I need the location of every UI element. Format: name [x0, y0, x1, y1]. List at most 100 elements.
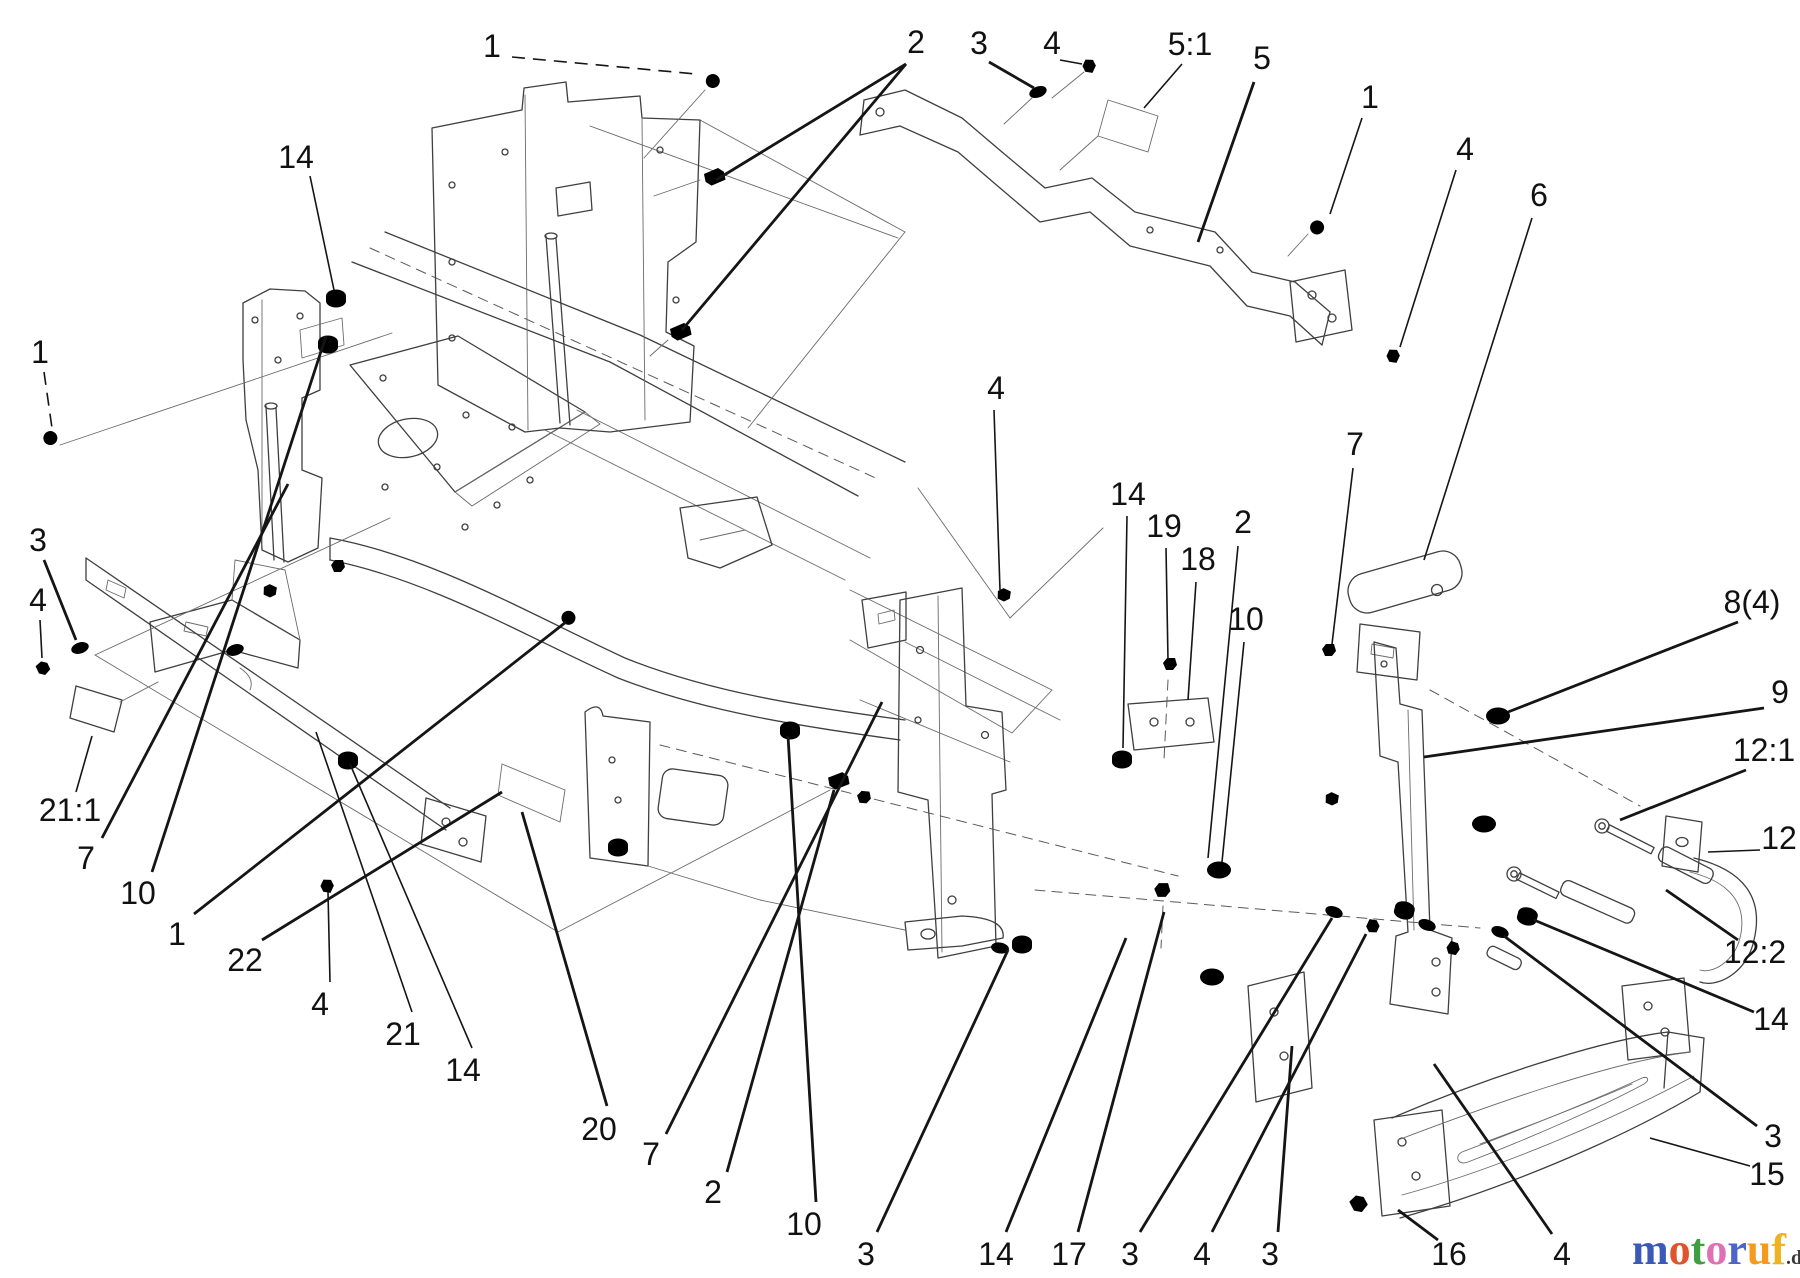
left-frame-tower	[242, 288, 345, 563]
watermark-letter: u	[1746, 1225, 1772, 1274]
callout-7: 7	[77, 840, 95, 876]
callout-3: 3	[1764, 1118, 1782, 1154]
callout-21: 21	[385, 1016, 421, 1052]
callout-5:1: 5:1	[1168, 26, 1212, 62]
callout-14: 14	[1110, 476, 1146, 512]
callout-4: 4	[1456, 131, 1474, 167]
leader-line-3	[1503, 934, 1758, 1128]
callout-1: 1	[483, 28, 501, 64]
reference-lines	[59, 71, 1641, 933]
eye-bolt	[703, 61, 739, 91]
flange-bolt	[854, 790, 872, 823]
leader-line-17	[1076, 911, 1166, 1233]
leader-line-3	[1276, 1045, 1294, 1233]
callout-21:1: 21:1	[39, 792, 101, 828]
bumper-arm-plate	[1247, 971, 1313, 1103]
leader-line-10	[1221, 641, 1245, 863]
hex-bolt	[34, 651, 69, 678]
draft-rod-12	[1506, 815, 1758, 984]
callout-2: 2	[704, 1174, 722, 1210]
flange-nut	[608, 838, 628, 857]
watermark-letter: m	[1632, 1225, 1669, 1274]
leader-line-10	[150, 335, 328, 873]
grommet	[1472, 815, 1496, 833]
hex-bolt	[1364, 917, 1399, 944]
grommet	[1207, 861, 1231, 879]
callout-1: 1	[1361, 79, 1379, 115]
center-support-bracket	[897, 587, 1007, 959]
callout-14: 14	[978, 1236, 1014, 1272]
leader-line-3	[42, 559, 78, 641]
leader-line-1	[1329, 117, 1363, 215]
callout-3: 3	[1261, 1236, 1279, 1272]
callout-17: 17	[1051, 1236, 1087, 1272]
callout-1: 1	[168, 916, 186, 952]
hex-bolt	[301, 868, 336, 895]
callout-19: 19	[1146, 508, 1182, 544]
springs-12-2	[1486, 846, 1714, 971]
callout-7: 7	[1346, 426, 1364, 462]
callout-12: 12	[1761, 820, 1797, 856]
callout-15: 15	[1749, 1156, 1785, 1192]
lag-bolt	[1348, 1181, 1391, 1216]
callout-2: 2	[907, 24, 925, 60]
callout-12:1: 12:1	[1733, 732, 1795, 768]
washer	[1323, 903, 1345, 921]
hex-bolt	[252, 582, 279, 617]
callout-18: 18	[1180, 541, 1216, 577]
leader-line-16	[1397, 1208, 1439, 1242]
leader-line-1	[43, 371, 53, 429]
callout-4: 4	[29, 582, 47, 618]
leader-line-19	[1165, 547, 1169, 661]
leader-line-4	[1059, 59, 1083, 65]
right-support-bracket	[1347, 550, 1463, 1015]
fasteners	[34, 48, 1540, 1216]
leader-line-5:1	[1143, 63, 1183, 109]
leader-line-5	[1196, 81, 1256, 243]
hex-bolt	[1367, 338, 1402, 365]
watermark-logo[interactable]: motoruf.de	[1632, 1225, 1800, 1274]
callout-4: 4	[1553, 1236, 1571, 1272]
callout-22: 22	[227, 942, 263, 978]
eye-bolt	[1307, 206, 1343, 238]
leader-line-4	[993, 409, 1001, 591]
hex-bolt	[1444, 939, 1478, 969]
callout-4: 4	[1193, 1236, 1211, 1272]
watermark-letter: t	[1690, 1225, 1706, 1274]
grommet	[1486, 707, 1510, 725]
flange-nut	[780, 721, 800, 740]
watermark-letter: r	[1727, 1225, 1747, 1274]
eye-bolt	[41, 422, 78, 448]
flange-nut	[326, 289, 346, 308]
upper-rear-bracket-5	[859, 89, 1353, 346]
flange-nut	[338, 751, 358, 770]
screw	[1163, 658, 1177, 689]
callout-10: 10	[786, 1206, 822, 1242]
flange-nut	[1392, 899, 1417, 922]
callout-10: 10	[1228, 601, 1264, 637]
hex-bolt	[331, 560, 345, 591]
leader-line-4	[1432, 1063, 1554, 1235]
leader-line-9	[1423, 706, 1765, 759]
leader-line-3	[988, 60, 1035, 90]
watermark-letter: o	[1705, 1225, 1728, 1274]
washer	[1416, 916, 1438, 934]
callout-7: 7	[642, 1136, 660, 1172]
carriage-bolt	[1314, 790, 1341, 825]
callout-9: 9	[1771, 674, 1789, 710]
leader-line-7	[664, 701, 884, 1135]
callout-6: 6	[1530, 177, 1548, 213]
callout-1: 1	[31, 334, 49, 370]
main-frame	[329, 119, 1061, 931]
callout-3: 3	[1121, 1236, 1139, 1272]
leader-line-10	[786, 735, 818, 1203]
leader-line-3	[1138, 917, 1334, 1233]
leader-line-4	[1399, 169, 1457, 348]
callout-14: 14	[1753, 1001, 1789, 1037]
callout-4: 4	[311, 986, 329, 1022]
callout-16: 16	[1431, 1236, 1467, 1272]
callout-3: 3	[970, 25, 988, 61]
